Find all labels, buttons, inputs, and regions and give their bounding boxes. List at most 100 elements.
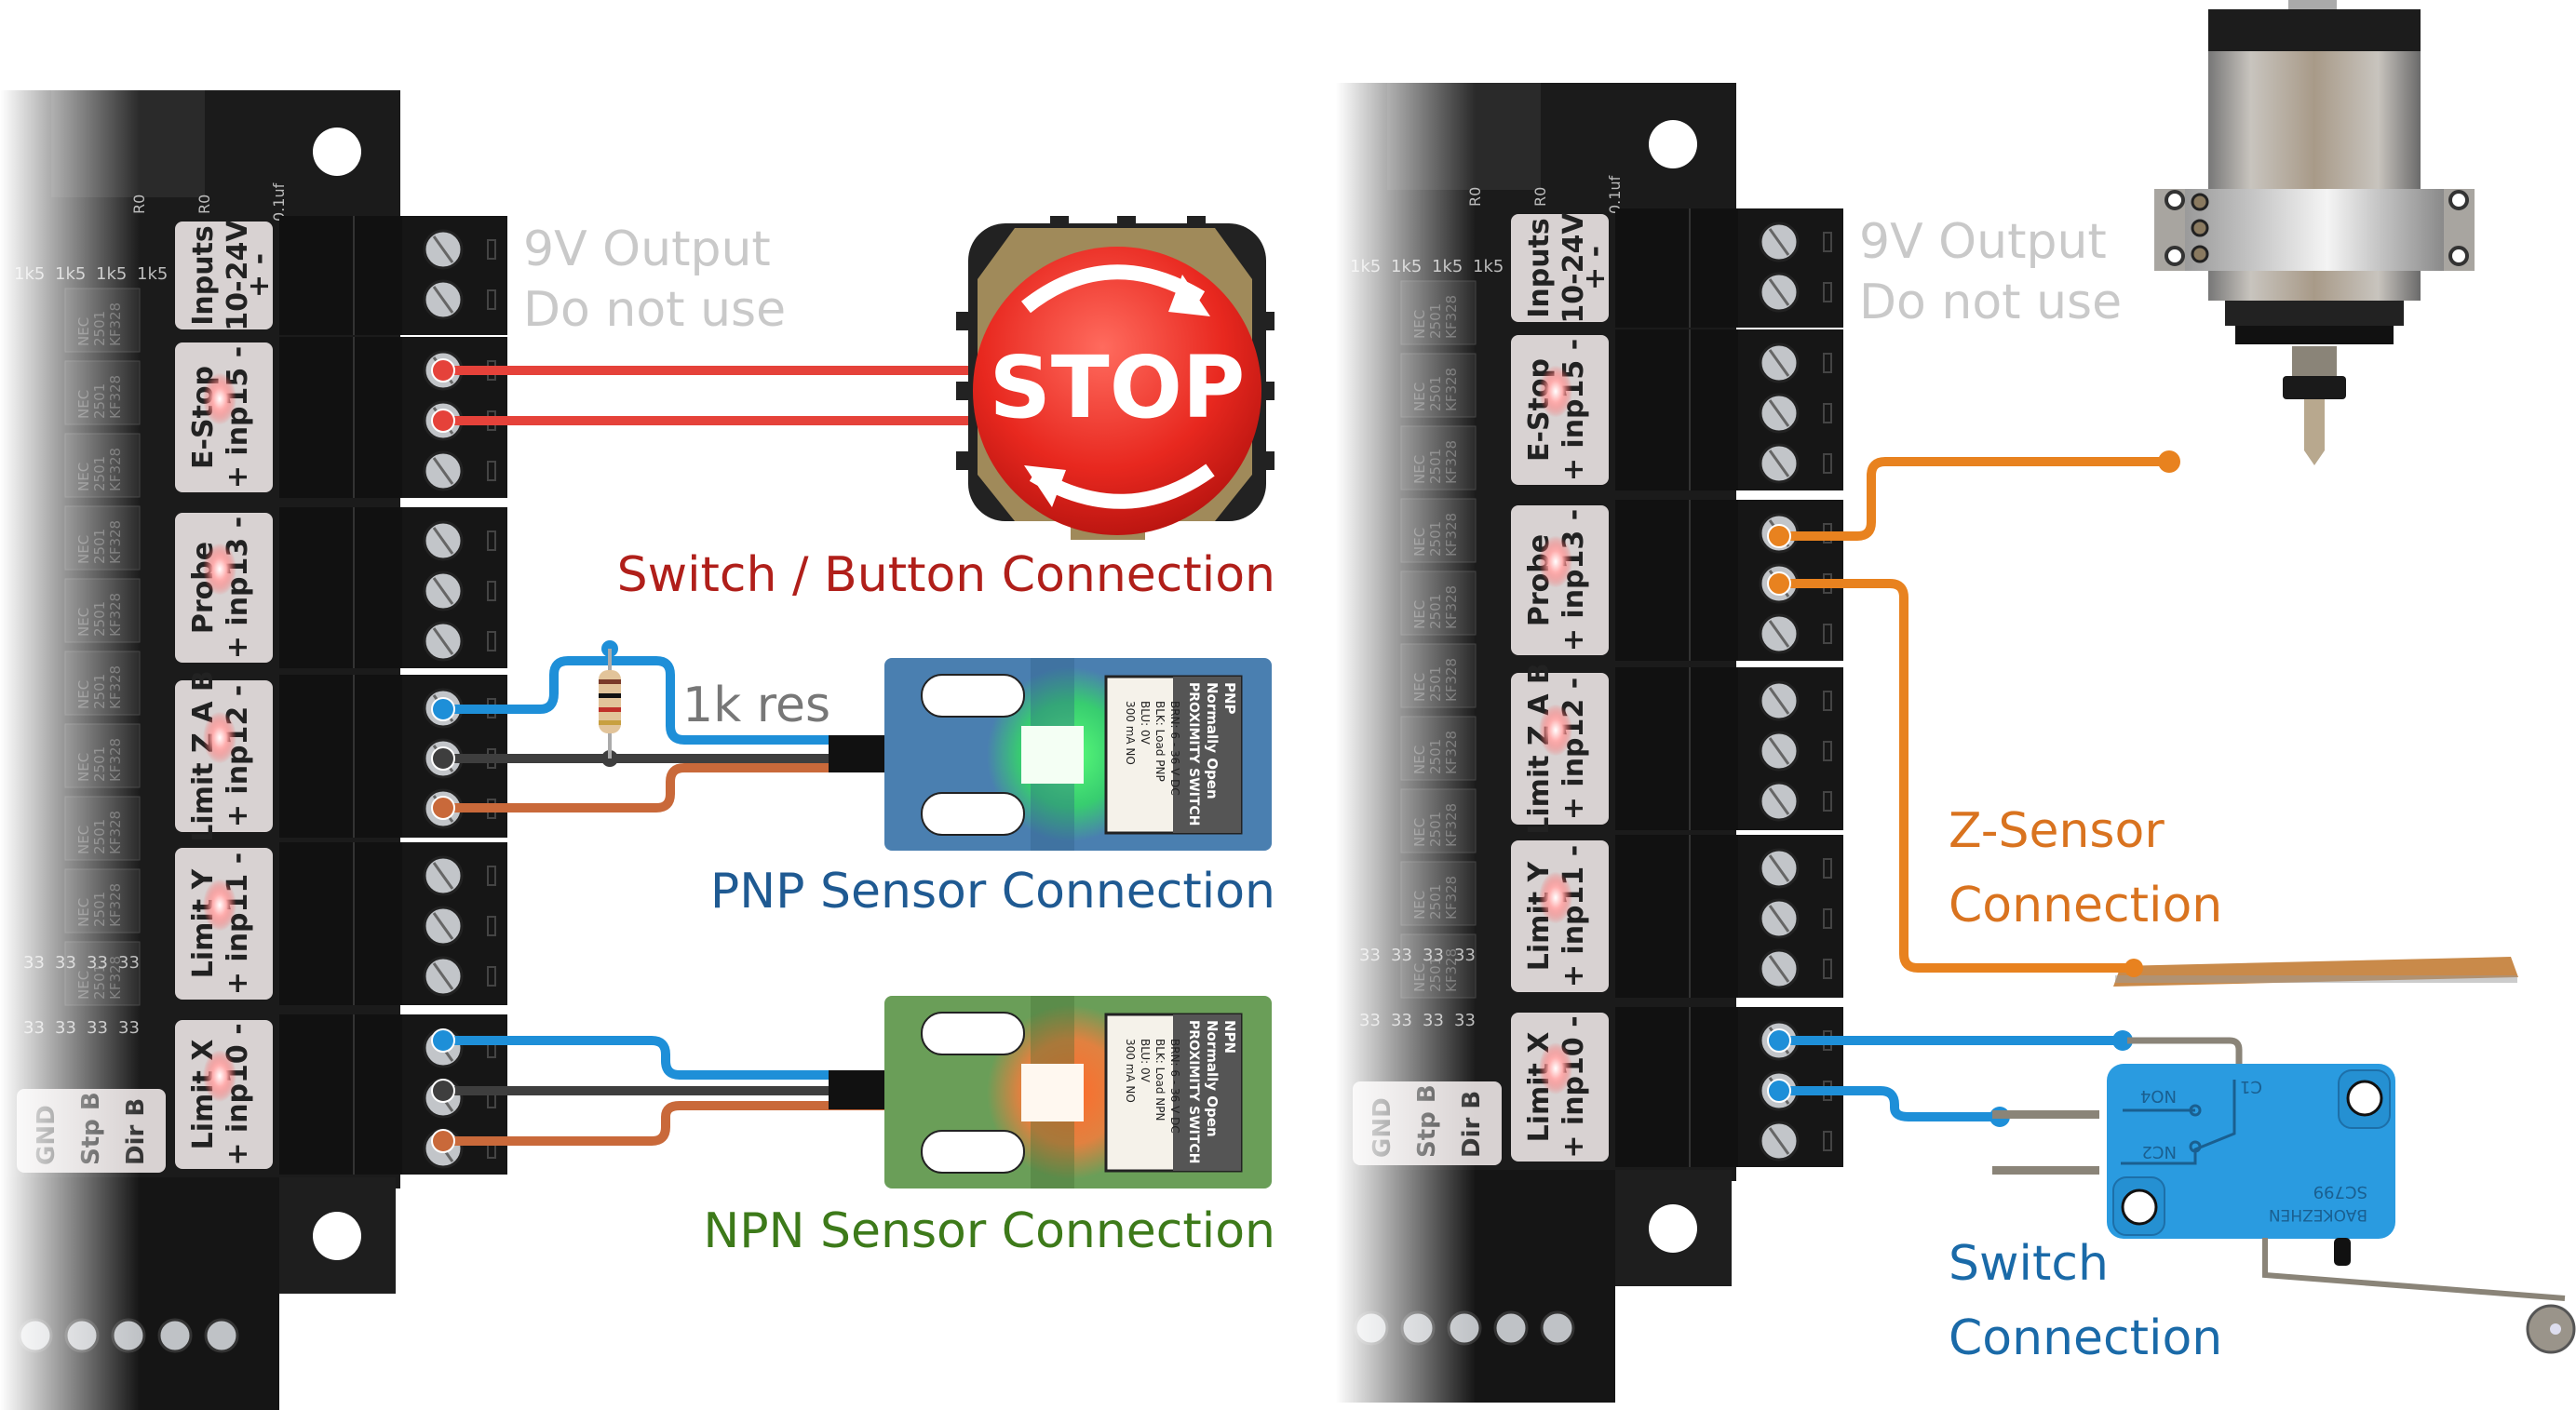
wire-end	[1767, 1028, 1791, 1053]
pin-marker	[1823, 403, 1832, 423]
pin-marker	[1823, 908, 1832, 929]
zsensor-wires	[1767, 450, 2180, 977]
zsensor-caption-line1: Z-Sensor	[1949, 803, 2165, 859]
wire-end	[1767, 1079, 1791, 1103]
screw-slot	[1768, 905, 1790, 933]
stop-tab	[956, 312, 969, 330]
status-led	[1539, 365, 1572, 418]
collet-nut	[2283, 376, 2346, 399]
mounting-slot-bottom	[921, 1130, 1025, 1174]
pin-marker	[487, 866, 496, 886]
screw-slot	[432, 527, 454, 555]
pin-marker	[1823, 858, 1832, 879]
sensor-spec: 300 mA NO	[1124, 701, 1137, 765]
status-led	[203, 543, 236, 596]
pnp-sensor-caption: PNP Sensor Connection	[710, 864, 1275, 920]
clamp-hole	[2165, 190, 2185, 210]
status-led	[203, 372, 236, 425]
pin-marker	[487, 530, 496, 551]
microswitch-caption-line1: Switch	[1949, 1236, 2109, 1292]
npn-sensor-caption: NPN Sensor Connection	[703, 1203, 1275, 1259]
sensor-label-plate: PNP Normally Open PROXIMITY SWITCH BRN: …	[1104, 675, 1243, 835]
rotate-arrow-top-head	[1168, 275, 1210, 316]
terminal-polarity: + -	[243, 253, 276, 298]
wire-orange-top	[1779, 457, 2169, 541]
screw-slot	[1768, 620, 1790, 648]
screw-slot	[1768, 737, 1790, 765]
sensor-mode: Normally Open	[1204, 1020, 1221, 1137]
terminal-label: Inputs	[187, 225, 220, 326]
stop-tab	[956, 382, 969, 400]
resistor-1k	[599, 649, 621, 759]
pnp-cable	[829, 735, 884, 772]
screw-slot	[1768, 399, 1790, 427]
wire-brown	[443, 1101, 884, 1146]
controller-board-right: 1k51k51k51k51k5R0R00.1ufNEC2501KF328NEC2…	[1336, 76, 1843, 1403]
sensor-type: NPN	[1221, 1020, 1238, 1054]
stop-cap	[973, 247, 1261, 535]
mount-hole	[2121, 1188, 2158, 1226]
sensor-kind: PROXIMITY SWITCH	[1186, 682, 1201, 826]
wire-end	[431, 697, 455, 721]
screw-slot	[432, 862, 454, 890]
terminal-pin-label: 10-24V	[1558, 212, 1590, 324]
mounting-slot-top	[921, 674, 1025, 718]
wire-end	[1767, 524, 1791, 548]
switch-body	[2107, 1064, 2395, 1239]
wire-end	[2158, 450, 2180, 473]
stop-tab	[1050, 216, 1069, 231]
wire-end	[431, 746, 455, 771]
left-9v-output-caption: 9V Output	[523, 222, 771, 277]
right-do-not-use-caption: Do not use	[1859, 275, 2122, 330]
pin-marker	[1823, 232, 1832, 252]
stop-tab	[956, 451, 969, 470]
screw-slot	[1768, 687, 1790, 715]
pin-marker	[487, 581, 496, 601]
pin-marker	[1823, 691, 1832, 711]
sensing-face	[1021, 1064, 1084, 1121]
status-led	[1539, 704, 1572, 757]
spindle-nose-lower	[2235, 326, 2394, 344]
mounting-slot-bottom	[921, 792, 1025, 836]
pin-marker	[1823, 453, 1832, 474]
no4-label: NO4	[2140, 1086, 2177, 1106]
terminal-label-plate	[1511, 214, 1609, 322]
pin-marker	[487, 916, 496, 936]
wire-end	[431, 1028, 455, 1053]
rotate-arrow-bottom-head	[1024, 465, 1066, 507]
screw-slot	[1768, 228, 1790, 256]
screw-slot	[432, 457, 454, 485]
nc2-label: NC2	[2142, 1142, 2178, 1162]
estop-wires	[431, 358, 968, 433]
status-led	[203, 879, 236, 932]
screw-slot	[1768, 450, 1790, 477]
spindle-cap	[2208, 9, 2421, 51]
spindle-shaft	[2292, 346, 2337, 376]
wire-end	[431, 358, 455, 383]
emergency-stop-button: STOP	[956, 216, 1275, 540]
terminal-label-plate	[175, 222, 273, 329]
status-led	[1539, 871, 1572, 924]
brand-label: BAOKEZHEN	[2269, 1205, 2367, 1224]
screw-slot	[1768, 787, 1790, 815]
resistor-caption: 1k res	[682, 678, 830, 733]
microswitch: C1 NO4 NC2 SC799 BAOKEZHEN	[1992, 1037, 2576, 1354]
spindle-motor	[2154, 0, 2475, 465]
wire-end	[1767, 571, 1791, 596]
pin-marker	[1823, 959, 1832, 979]
pin-marker	[487, 966, 496, 987]
clamp-screw	[2191, 193, 2209, 211]
pin-marker	[487, 289, 496, 310]
status-led	[203, 711, 236, 764]
resistor-band-black	[599, 693, 621, 698]
sensor-spec: BRN: 6 - 36 V DC	[1168, 701, 1181, 796]
clamp-hole	[2165, 246, 2185, 266]
model-label: SC799	[2313, 1182, 2367, 1202]
left-do-not-use-caption: Do not use	[523, 282, 786, 338]
pin-marker	[1823, 791, 1832, 812]
contact-dot	[2189, 1104, 2202, 1117]
terminal-label: Inputs	[1523, 218, 1556, 318]
status-led	[203, 1050, 236, 1102]
stop-tab	[1261, 451, 1275, 470]
screw-slot	[432, 962, 454, 990]
